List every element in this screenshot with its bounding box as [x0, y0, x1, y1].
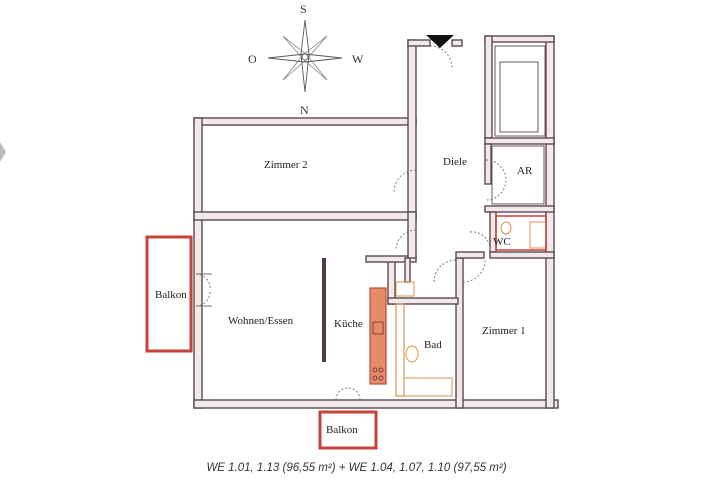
wc-fixtures [495, 215, 547, 251]
room-label-zimmer2: Zimmer 2 [264, 159, 308, 171]
room-label-kueche: Küche [334, 318, 363, 330]
room-label-zimmer1: Zimmer 1 [482, 325, 526, 337]
bathroom-fixtures [395, 281, 453, 397]
compass-north-label: N [300, 103, 309, 117]
sink-icon [372, 321, 384, 335]
room-label-bad: Bad [424, 339, 442, 351]
door-swings [335, 45, 507, 401]
compass-east-label: O [248, 52, 257, 66]
balcony-left [145, 235, 193, 353]
edge-arrow-icon [0, 142, 6, 162]
stove-burner-icon [372, 367, 378, 373]
compass-south-label: S [300, 2, 307, 16]
room-label-diele: Diele [443, 156, 467, 168]
balcony-door-left [195, 273, 212, 307]
entrance-arrow-icon [426, 35, 454, 48]
stove-burner-icon [378, 375, 384, 381]
room-label-balkon-bottom: Balkon [326, 424, 358, 436]
walls [193, 35, 559, 409]
lift-shaft [499, 61, 539, 133]
room-label-wc: WC [493, 236, 511, 248]
room-label-balkon-left: Balkon [155, 289, 187, 301]
stove-burner-icon [372, 375, 378, 381]
stove-burner-icon [378, 367, 384, 373]
compass-rose-icon [267, 19, 343, 93]
storage-room-outline [491, 145, 545, 205]
room-label-ar: AR [517, 165, 533, 177]
balcony-bottom [318, 410, 378, 450]
room-label-wohnen: Wohnen/Essen [228, 315, 294, 327]
kitchen-counter [369, 287, 387, 385]
apartment-caption: WE 1.01, 1.13 (96,55 m²) + WE 1.04, 1.07… [206, 462, 507, 474]
compass-west-label: W [352, 52, 364, 66]
staircase-landing [494, 45, 546, 137]
